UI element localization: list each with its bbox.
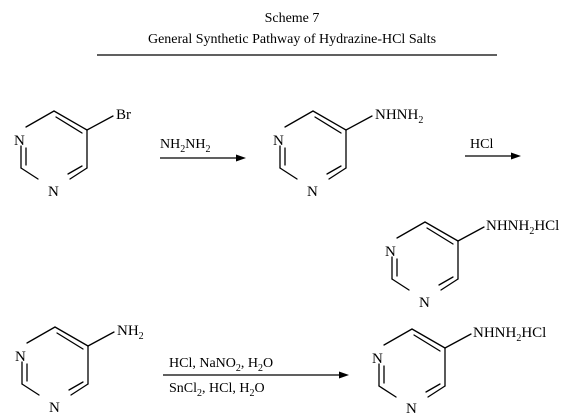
atom-br: Br	[116, 107, 131, 123]
reagent-diazotization-bottom: SnCl2, HCl, H2O	[169, 381, 265, 399]
atom-n3: N	[307, 184, 318, 200]
reaction-arrow-hydrazine: NH2NH2	[160, 137, 246, 162]
reagent-hcl: HCl	[470, 137, 493, 152]
atom-n3: N	[48, 184, 59, 200]
molecule-5-bromopyrimidine: N N Br	[14, 107, 131, 200]
substituent-hydrazine-hcl: NHNH2HCl	[473, 325, 546, 344]
atom-n1: N	[372, 351, 383, 367]
substituent-hydrazine: NHNH2	[375, 107, 423, 126]
reagent-diazotization-top: HCl, NaNO2, H2O	[169, 356, 273, 374]
scheme-subtitle: General Synthetic Pathway of Hydrazine-H…	[148, 32, 436, 47]
atom-n1: N	[385, 244, 396, 260]
atom-n1: N	[15, 349, 26, 365]
reaction-arrow-hcl: HCl	[465, 137, 521, 160]
atom-n3: N	[49, 400, 60, 416]
substituent-hydrazine-hcl: NHNH2HCl	[486, 218, 559, 237]
substituent-amine: NH2	[117, 323, 144, 342]
molecule-hydrazine-hcl-salt-1: N N NHNH2HCl	[385, 218, 559, 311]
molecule-5-aminopyrimidine: N N NH2	[15, 323, 144, 416]
molecule-hydrazine-hcl-salt-2: N N NHNH2HCl	[372, 325, 546, 417]
atom-n1: N	[273, 133, 284, 149]
reagent-hydrazine: NH2NH2	[160, 137, 210, 155]
scheme-title: Scheme 7	[265, 11, 320, 26]
atom-n3: N	[406, 401, 417, 417]
reaction-arrow-diazotization: HCl, NaNO2, H2O SnCl2, HCl, H2O	[163, 356, 349, 399]
molecule-5-hydrazinylpyrimidine: N N NHNH2	[273, 107, 423, 200]
atom-n1: N	[14, 133, 25, 149]
atom-n3: N	[419, 295, 430, 311]
